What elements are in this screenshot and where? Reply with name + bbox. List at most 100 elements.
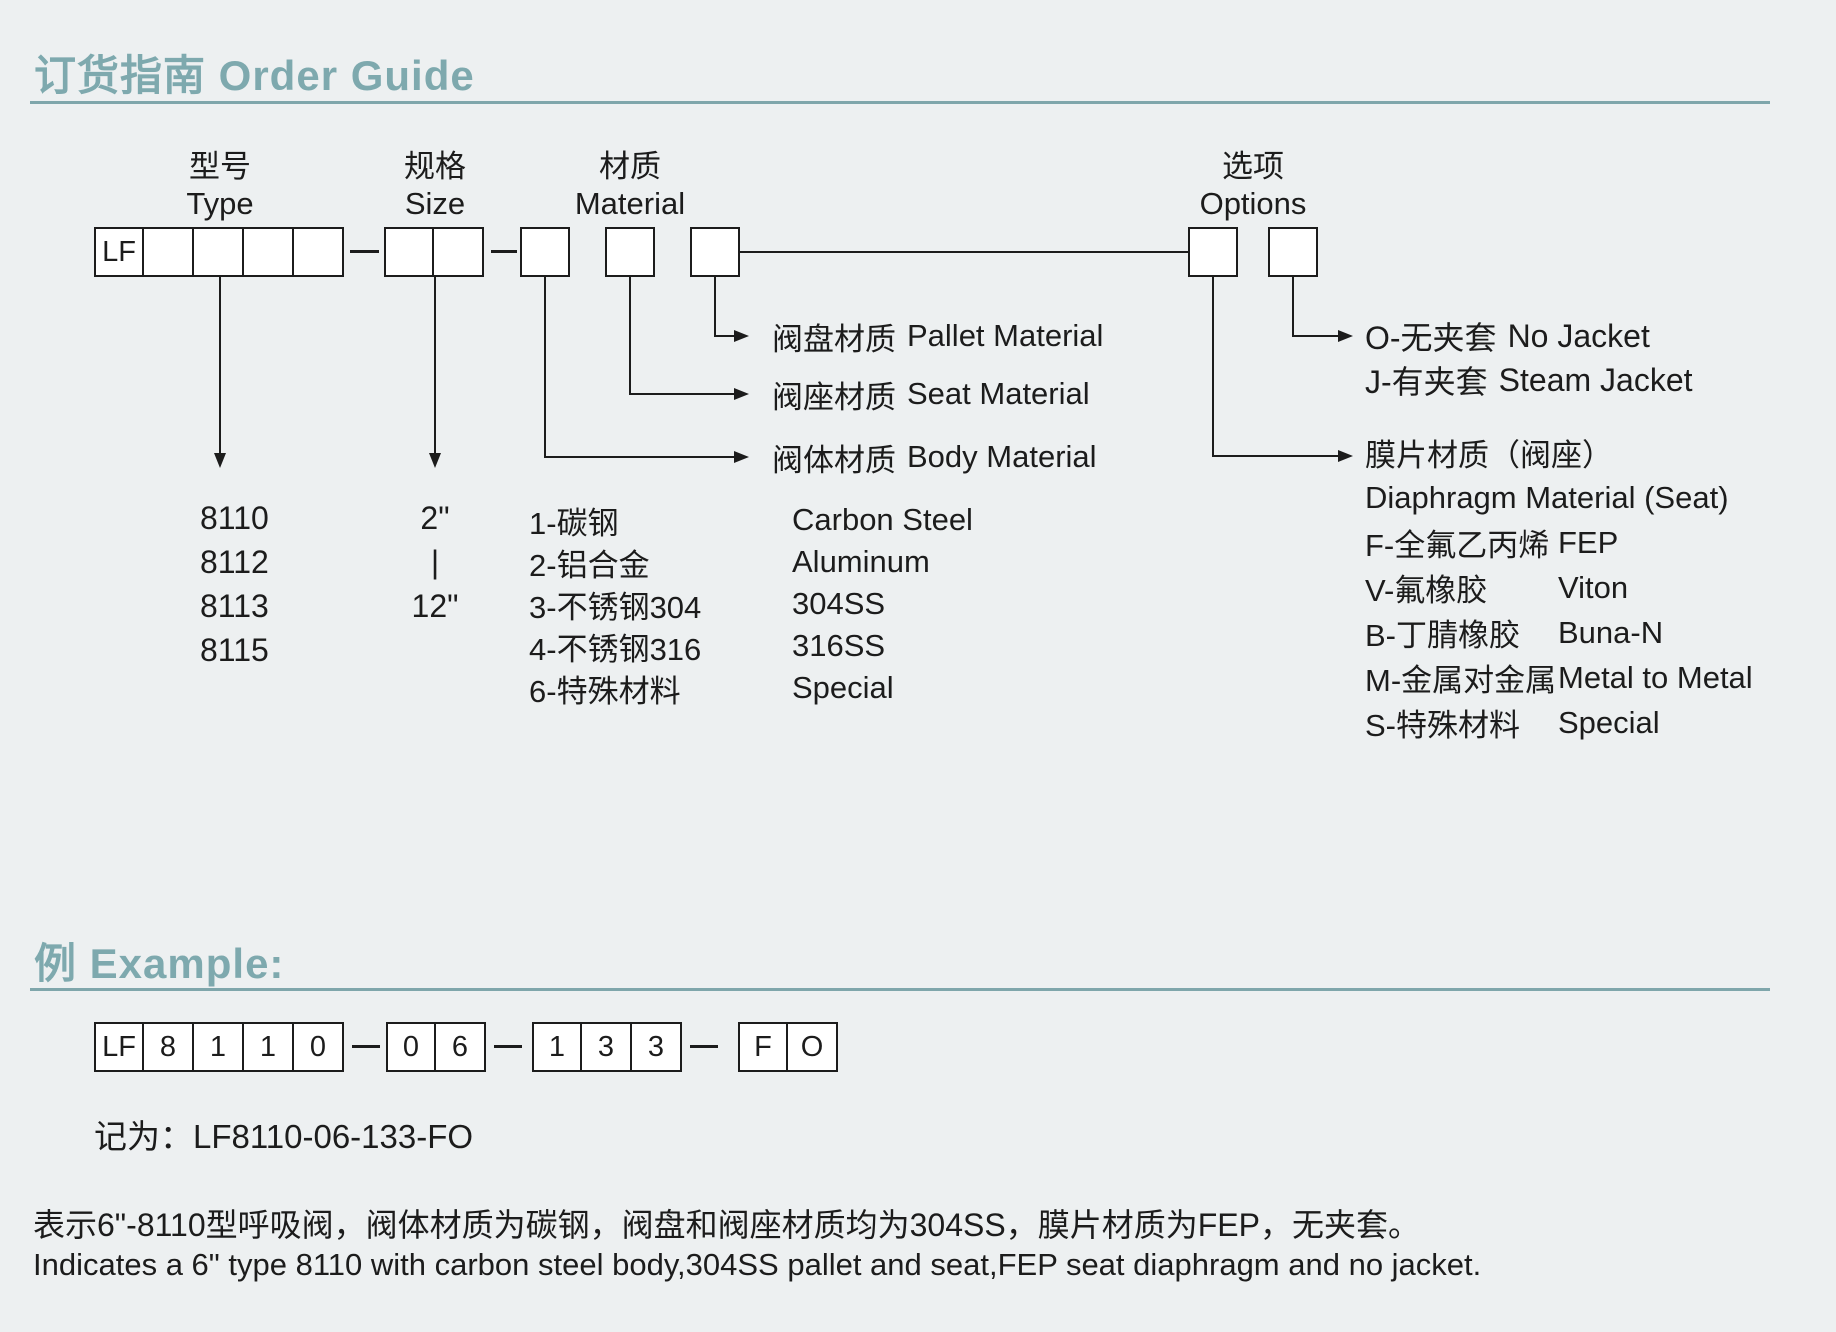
example-note-label: 记为： [94,1118,193,1155]
material-name: Special [792,670,894,705]
body-material-label-en: Body Material [907,439,1097,474]
diaphragm-item-code: M-金属对金属 [1365,663,1557,698]
arrow-right-icon [1338,450,1353,462]
arrow-right-icon [1338,330,1353,342]
dash-separator [350,250,379,253]
diaphragm-title-en: Diaphragm Material (Seat) [1365,479,1729,515]
diaphragm-item-name: FEP [1558,524,1619,560]
code-cell [384,227,434,277]
jacket-option-name: No Jacket [1507,317,1650,354]
material-code-list: 1-碳钢 2-铝合金 3-不锈钢304 4-不锈钢316 6-特殊材料 [529,499,701,709]
type-code: 8110 [200,499,269,536]
header-size-en: Size [404,186,466,221]
seat-material-label-cn: 阀座材质 [772,379,896,415]
seat-material-label-en: Seat Material [907,376,1090,411]
example-note-code: LF8110-06-133-FO [193,1118,474,1155]
diaphragm-connector-line [1212,455,1338,457]
example-cell: 1 [532,1022,582,1072]
header-size: 规格 Size [335,148,535,222]
example-divider [30,988,1770,991]
header-options: 选项 Options [1153,148,1353,222]
example-cell: 1 [194,1022,244,1072]
header-size-cn: 规格 [404,149,466,184]
code-cell [434,227,484,277]
diaphragm-connector-line [1212,277,1214,457]
page-title: 订货指南 Order Guide [34,52,475,99]
example-boxes-options: F O [738,1022,838,1072]
diaphragm-item-name: Buna-N [1558,614,1664,650]
pallet-material-label-en: Pallet Material [907,318,1104,353]
jacket-option-code: J-有夹套 [1365,364,1488,400]
body-material-label: 阀体材质 Body Material [772,439,1097,478]
example-cell: F [738,1022,788,1072]
example-boxes-type: LF 8 1 1 0 [94,1022,344,1072]
header-type-cn: 型号 [189,149,251,184]
material-code: 6-特殊材料 [529,673,681,709]
diaphragm-section: 膜片材质（阀座） Diaphragm Material (Seat) F-全氟乙… [1365,430,1753,745]
header-material: 材质 Material [530,148,730,222]
code-cell [144,227,194,277]
example-description-en: Indicates a 6" type 8110 with carbon ste… [33,1247,1482,1282]
diaphragm-item: M-金属对金属 Metal to Metal [1365,655,1753,700]
diaphragm-item-name: Special [1558,704,1660,740]
header-options-cn: 选项 [1222,149,1284,184]
diaphragm-item: V-氟橡胶 Viton [1365,565,1753,610]
example-description-cn: 表示6"-8110型呼吸阀，阀体材质为碳钢，阀盘和阀座材质均为304SS，膜片材… [33,1207,1420,1243]
seat-material-connector-line [629,277,631,395]
example-cell: 3 [632,1022,682,1072]
material-name: 316SS [792,628,886,663]
arrow-down-icon [214,453,226,468]
material-code: 4-不锈钢316 [529,631,702,667]
example-cell: 8 [144,1022,194,1072]
title-divider [30,101,1770,104]
body-material-connector-line [544,277,546,458]
code-cell [294,227,344,277]
material-code: 1-碳钢 [529,505,619,541]
size-value: 2" [420,499,450,536]
dash-separator [690,1045,718,1048]
diaphragm-item-name: Metal to Metal [1558,659,1753,695]
arrow-right-icon [734,388,749,400]
code-cell-prefix: LF [94,227,144,277]
example-heading: 例 Example: [34,940,285,987]
example-cell: O [788,1022,838,1072]
code-cell [194,227,244,277]
header-material-en: Material [574,186,686,221]
type-code: 8113 [200,587,269,624]
header-options-en: Options [1199,186,1307,221]
size-connector-line [434,277,436,455]
example-cell: 3 [582,1022,632,1072]
code-boxes-type: LF [94,227,344,277]
material-name-list: Carbon Steel Aluminum 304SS 316SS Specia… [792,499,973,709]
jacket-option-list: O-无夹套 No Jacket J-有夹套 Steam Jacket [1365,314,1693,402]
arrow-down-icon [429,453,441,468]
seat-material-label: 阀座材质 Seat Material [772,376,1090,415]
code-box-diaphragm [1188,227,1238,277]
body-material-label-cn: 阀体材质 [772,442,896,478]
material-name: 304SS [792,586,886,621]
material-name: Carbon Steel [792,502,973,537]
dash-separator [494,1045,522,1048]
dash-separator [352,1045,380,1048]
diaphragm-item-code: B-丁腈橡胶 [1365,618,1520,653]
code-cell [244,227,294,277]
connector-line-to-options [740,251,1188,253]
jacket-connector-line [1292,277,1294,337]
body-material-connector-line [544,456,734,458]
type-code-list: 8110 8112 8113 8115 [200,496,269,672]
diaphragm-item: B-丁腈橡胶 Buna-N [1365,610,1753,655]
pallet-material-label-cn: 阀盘材质 [772,321,896,357]
size-range-bar: | [430,543,440,580]
diaphragm-item-code: S-特殊材料 [1365,708,1520,743]
arrow-right-icon [734,451,749,463]
diaphragm-item-code: F-全氟乙丙烯 [1365,528,1550,563]
code-box-seat-material [605,227,655,277]
example-cell: 0 [386,1022,436,1072]
header-type: 型号 Type [120,148,320,222]
diaphragm-item-code: V-氟橡胶 [1365,573,1488,608]
example-cell: 1 [244,1022,294,1072]
example-boxes-material: 1 3 3 [532,1022,682,1072]
material-name: Aluminum [792,544,930,579]
pallet-material-connector-line [714,335,734,337]
